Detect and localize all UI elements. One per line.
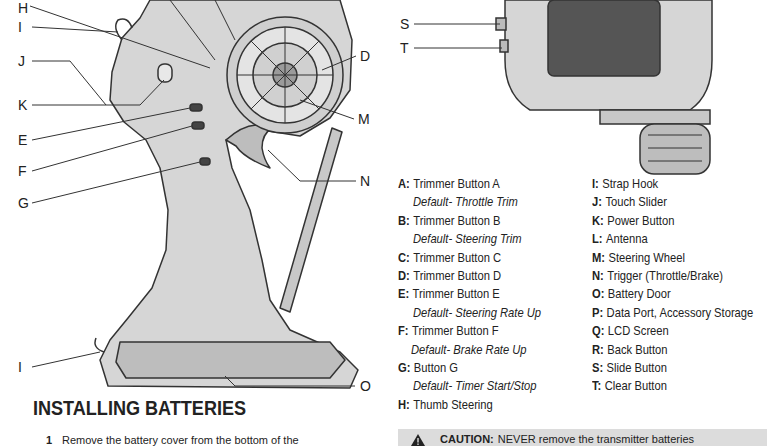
- callout-letter: O: [360, 378, 371, 394]
- part-name: Strap Hook: [602, 176, 658, 192]
- part-name: Battery Door: [608, 286, 671, 302]
- part-name: Trimmer Button D: [413, 268, 501, 284]
- callout-letter: H: [18, 0, 28, 16]
- part-key: Q:: [592, 323, 604, 339]
- callout-letter: M: [358, 111, 370, 127]
- part-name: Data Port, Accessory Storage: [607, 305, 754, 321]
- legend-row: A:Trimmer Button A: [398, 176, 500, 192]
- callout-letter: I: [18, 19, 22, 35]
- legend-row: O:Battery Door: [592, 286, 671, 302]
- callout-letter: D: [360, 48, 370, 64]
- callout-letter: G: [18, 195, 29, 211]
- part-key: K:: [592, 213, 604, 229]
- part-key: L:: [592, 231, 603, 247]
- legend-row: Default- Steering Trim: [413, 231, 522, 247]
- part-name: Touch Slider: [605, 194, 667, 210]
- part-name: Trimmer Button B: [413, 213, 500, 229]
- part-key: P:: [592, 305, 603, 321]
- default-function: Default- Throttle Trim: [413, 194, 518, 210]
- default-function: Default- Brake Rate Up: [411, 342, 527, 358]
- callout-letter: K: [18, 97, 27, 113]
- part-key: O:: [592, 286, 604, 302]
- part-key: C:: [398, 250, 410, 266]
- part-name: Trimmer Button A: [413, 176, 500, 192]
- part-name: LCD Screen: [608, 323, 669, 339]
- part-name: Trimmer Button C: [413, 250, 501, 266]
- callout-letter: N: [360, 173, 370, 189]
- part-name: Steering Wheel: [608, 250, 684, 266]
- default-function: Default- Steering Trim: [413, 231, 522, 247]
- caution-heading: CAUTION:: [440, 433, 494, 446]
- part-name: Back Button: [607, 342, 667, 358]
- warning-triangle: [410, 433, 426, 446]
- callout-letter: I: [18, 359, 22, 375]
- part-name: Clear Button: [605, 378, 667, 394]
- part-key: D:: [398, 268, 410, 284]
- part-name: Trigger (Throttle/Brake): [607, 268, 723, 284]
- section-heading: INSTALLING BATTERIES: [33, 396, 246, 420]
- part-key: N:: [592, 268, 604, 284]
- legend-row: R:Back Button: [592, 342, 668, 358]
- callout-letter: T: [400, 40, 409, 56]
- part-key: R:: [592, 342, 604, 358]
- legend-row: Default- Throttle Trim: [413, 194, 518, 210]
- legend-row: T:Clear Button: [592, 378, 667, 394]
- legend-row: B:Trimmer Button B: [398, 213, 500, 229]
- part-name: Trimmer Button E: [413, 286, 500, 302]
- part-name: Power Button: [607, 213, 674, 229]
- part-key: J:: [592, 194, 602, 210]
- part-key: F:: [398, 323, 409, 339]
- step-text: Remove the battery cover from the bottom…: [62, 434, 299, 446]
- part-name: Trimmer Button F: [412, 323, 499, 339]
- default-function: Default- Timer Start/Stop: [413, 378, 537, 394]
- legend-row: G:Button G: [398, 360, 458, 376]
- part-key: T:: [592, 378, 601, 394]
- caution-box: CAUTION: NEVER remove the transmitter bat…: [398, 429, 767, 446]
- legend-row: M:Steering Wheel: [592, 250, 685, 266]
- part-key: B:: [398, 213, 410, 229]
- part-key: G:: [398, 360, 410, 376]
- legend-row: Default- Steering Rate Up: [413, 305, 541, 321]
- legend-row: I:Strap Hook: [592, 176, 658, 192]
- legend-row: P:Data Port, Accessory Storage: [592, 305, 753, 321]
- callout-letter: J: [18, 53, 25, 69]
- caution-text: NEVER remove the transmitter batteries: [498, 433, 694, 446]
- callout-letter: E: [18, 132, 27, 148]
- legend-row: C:Trimmer Button C: [398, 250, 501, 266]
- part-key: A:: [398, 176, 410, 192]
- legend-row: H:Thumb Steering: [398, 397, 493, 413]
- part-name: Thumb Steering: [413, 397, 493, 413]
- callout-letter: S: [400, 16, 409, 32]
- legend-row: Default- Timer Start/Stop: [413, 378, 537, 394]
- part-key: I:: [592, 176, 599, 192]
- part-name: Antenna: [606, 231, 648, 247]
- callout-letter: F: [18, 163, 27, 179]
- part-name: Slide Button: [607, 360, 667, 376]
- legend-row: K:Power Button: [592, 213, 674, 229]
- legend-row: S:Slide Button: [592, 360, 667, 376]
- legend-row: D:Trimmer Button D: [398, 268, 501, 284]
- legend-row: Q:LCD Screen: [592, 323, 669, 339]
- part-name: Button G: [414, 360, 458, 376]
- legend-row: J:Touch Slider: [592, 194, 667, 210]
- legend-row: E:Trimmer Button E: [398, 286, 500, 302]
- part-key: S:: [592, 360, 603, 376]
- legend-row: Default- Brake Rate Up: [411, 342, 527, 358]
- part-key: H:: [398, 397, 410, 413]
- part-key: E:: [398, 286, 409, 302]
- default-function: Default- Steering Rate Up: [413, 305, 541, 321]
- legend-row: F:Trimmer Button F: [398, 323, 499, 339]
- legend-row: N:Trigger (Throttle/Brake): [592, 268, 723, 284]
- legend-row: L:Antenna: [592, 231, 648, 247]
- part-key: M:: [592, 250, 605, 266]
- step-number: 1: [46, 434, 52, 446]
